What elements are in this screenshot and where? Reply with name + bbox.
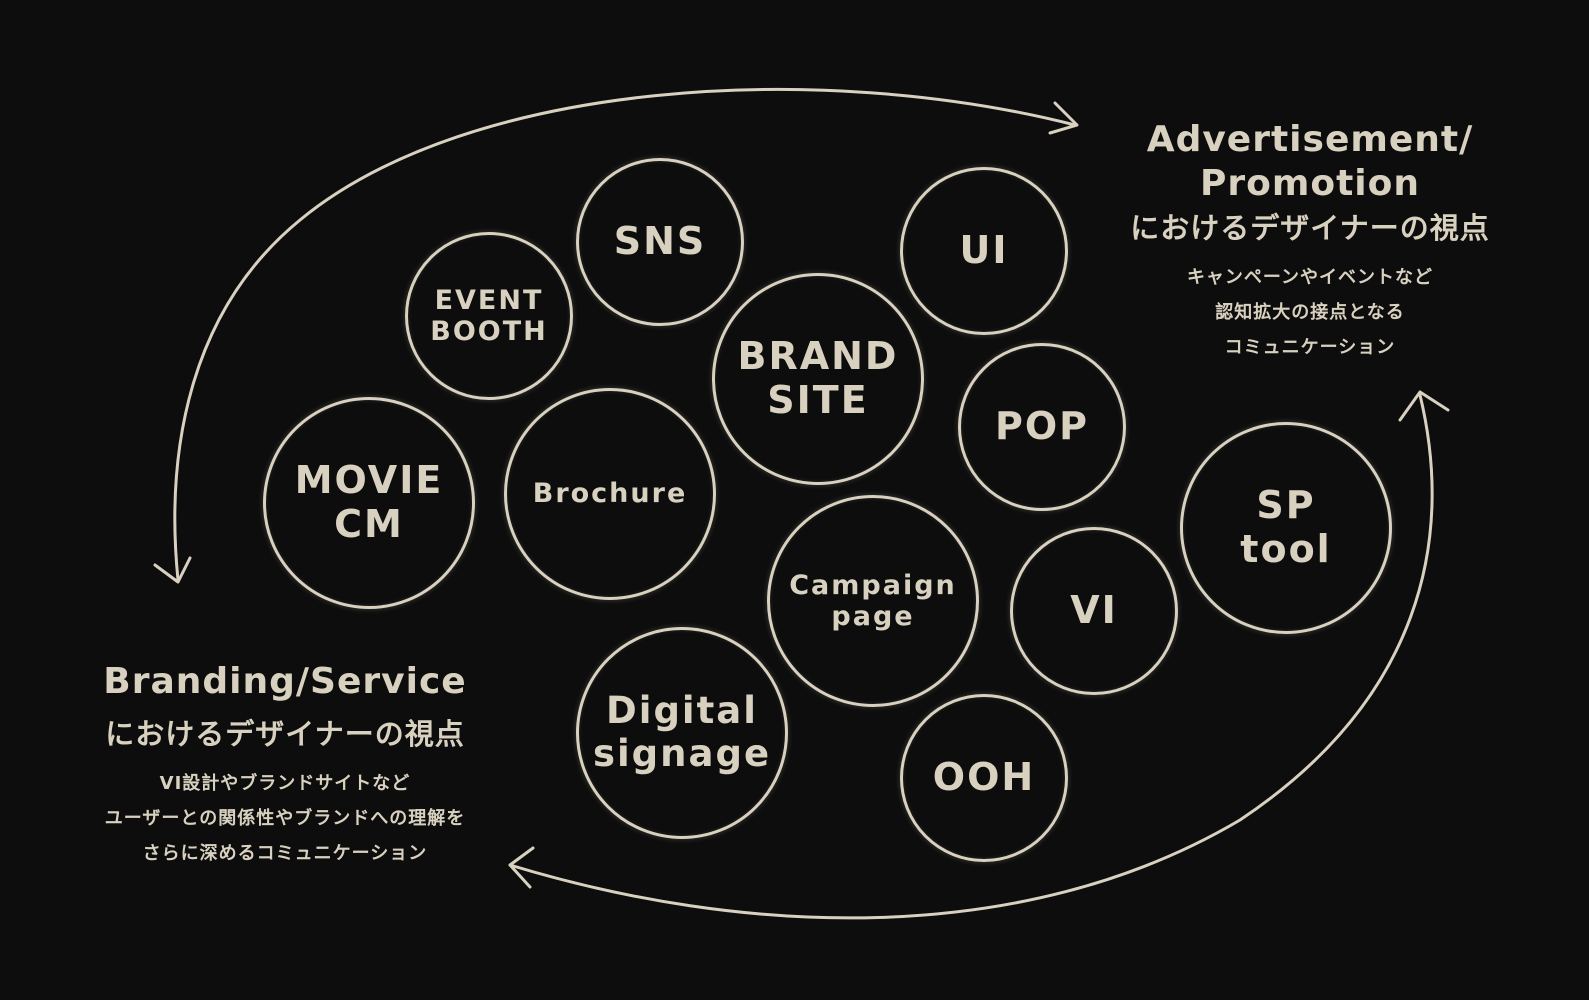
arrow-down-icon <box>153 556 192 584</box>
advertisement-description: キャンペーンやイベントなど 認知拡大の接点となる コミュニケーション <box>1095 260 1525 365</box>
advertisement-subtitle: におけるデザイナーの視点 <box>1130 211 1490 245</box>
description-line: コミュニケーション <box>1224 337 1396 358</box>
bottom-right-arc <box>508 393 1434 920</box>
advertisement-title: Advertisement/ Promotion <box>1146 119 1474 204</box>
circle-label: Brochure <box>532 478 688 510</box>
branding-subtitle: におけるデザイナーの視点 <box>105 717 465 751</box>
circle-label: EVENT BOOTH <box>430 284 548 347</box>
description-line: さらに深めるコミュニケーション <box>142 843 428 864</box>
circle-label: POP <box>994 404 1089 449</box>
circle-vi: VI <box>1010 527 1178 695</box>
circle-label: SNS <box>613 219 707 264</box>
arrow-up-icon <box>1398 390 1450 422</box>
description-line: ユーザーとの関係性やブランドへの理解を <box>104 808 466 829</box>
circle-brochure: Brochure <box>504 388 716 600</box>
arrow-right-icon <box>1048 101 1079 135</box>
circle-label: MOVIE CM <box>294 458 444 546</box>
circle-campaign-page: Campaign page <box>767 495 979 707</box>
description-line: キャンペーンやイベントなど <box>1186 267 1434 288</box>
arrow-left-icon <box>508 846 535 889</box>
circle-event-booth: EVENT BOOTH <box>405 232 573 400</box>
circle-movie-cm: MOVIE CM <box>263 397 475 609</box>
circle-sns: SNS <box>576 158 744 326</box>
circle-label: UI <box>959 228 1009 273</box>
advertisement-block: Advertisement/ Promotion におけるデザイナーの視点 キャ… <box>1095 118 1525 365</box>
branding-block: Branding/Service におけるデザイナーの視点 VI設計やブランドサ… <box>60 660 510 871</box>
circle-digital-signage: Digital signage <box>576 627 788 839</box>
circle-label: SP tool <box>1240 483 1332 571</box>
circle-sp-tool: SP tool <box>1180 422 1392 634</box>
circle-pop: POP <box>958 343 1126 511</box>
circle-label: OOH <box>932 755 1036 800</box>
description-line: 認知拡大の接点となる <box>1215 302 1405 323</box>
top-left-arc <box>173 88 1077 582</box>
circle-ui: UI <box>900 167 1068 335</box>
circle-label: VI <box>1070 588 1118 633</box>
circle-label: BRAND SITE <box>737 334 899 422</box>
description-line: VI設計やブランドサイトなど <box>159 773 411 794</box>
branding-title: Branding/Service <box>103 661 467 702</box>
circle-label: Campaign page <box>789 569 957 632</box>
branding-description: VI設計やブランドサイトなど ユーザーとの関係性やブランドへの理解を さらに深め… <box>60 766 510 871</box>
circle-brand-site: BRAND SITE <box>712 273 924 485</box>
circle-label: Digital signage <box>592 689 772 775</box>
circle-ooh: OOH <box>900 694 1068 862</box>
